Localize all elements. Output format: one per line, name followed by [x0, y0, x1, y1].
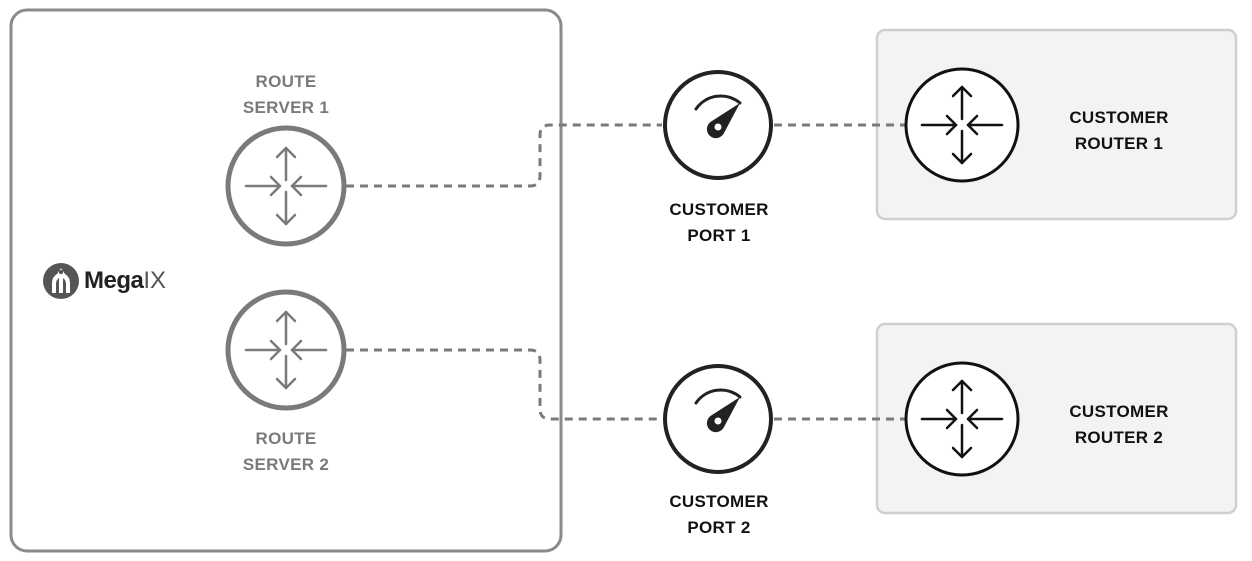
customer-router-1-label-line2: ROUTER 1: [1074, 134, 1164, 153]
megaix-logo-text: MegaIX: [84, 265, 166, 297]
customer-port-1-label: CUSTOMER PORT 1: [669, 197, 768, 249]
route-server-2-label: ROUTE SERVER 2: [243, 426, 329, 478]
route-server-1-label: ROUTE SERVER 1: [243, 69, 329, 121]
customer-router-2-label-line2: ROUTER 2: [1074, 428, 1164, 447]
customer-router-2-router-icon: [904, 361, 1020, 477]
customer-port-1-speedometer-icon: [663, 70, 773, 180]
route-server-2-label-line2: SERVER 2: [242, 455, 330, 474]
megaport-logo-icon: [43, 263, 79, 299]
route-server-1-label-line2: SERVER 1: [242, 98, 330, 117]
route-server-2-router-icon: [225, 289, 347, 411]
customer-router-1-label: CUSTOMER ROUTER 1: [1069, 105, 1168, 157]
route-server-1-router-icon: [225, 125, 347, 247]
route-server-1-label-line1: ROUTE: [255, 72, 317, 91]
customer-router-1-label-line1: CUSTOMER: [1069, 108, 1169, 127]
logo-brand-light: IX: [143, 267, 167, 294]
customer-port-2-label: CUSTOMER PORT 2: [669, 489, 768, 541]
logo-brand-bold: Mega: [84, 267, 144, 294]
megaix-container: [9, 8, 563, 553]
link-rs1-port1: [346, 123, 662, 188]
customer-port-2-speedometer-icon: [663, 364, 773, 474]
customer-port-1-label-line2: PORT 1: [687, 226, 751, 245]
customer-port-2-label-line1: CUSTOMER: [669, 492, 769, 511]
route-server-2-label-line1: ROUTE: [255, 429, 317, 448]
customer-router-1-router-icon: [904, 67, 1020, 183]
customer-port-1-label-line1: CUSTOMER: [669, 200, 769, 219]
customer-port-2-label-line2: PORT 2: [687, 518, 751, 537]
customer-router-2-label-line1: CUSTOMER: [1069, 402, 1169, 421]
link-rs2-port2: [346, 348, 662, 421]
customer-router-2-label: CUSTOMER ROUTER 2: [1069, 399, 1168, 451]
